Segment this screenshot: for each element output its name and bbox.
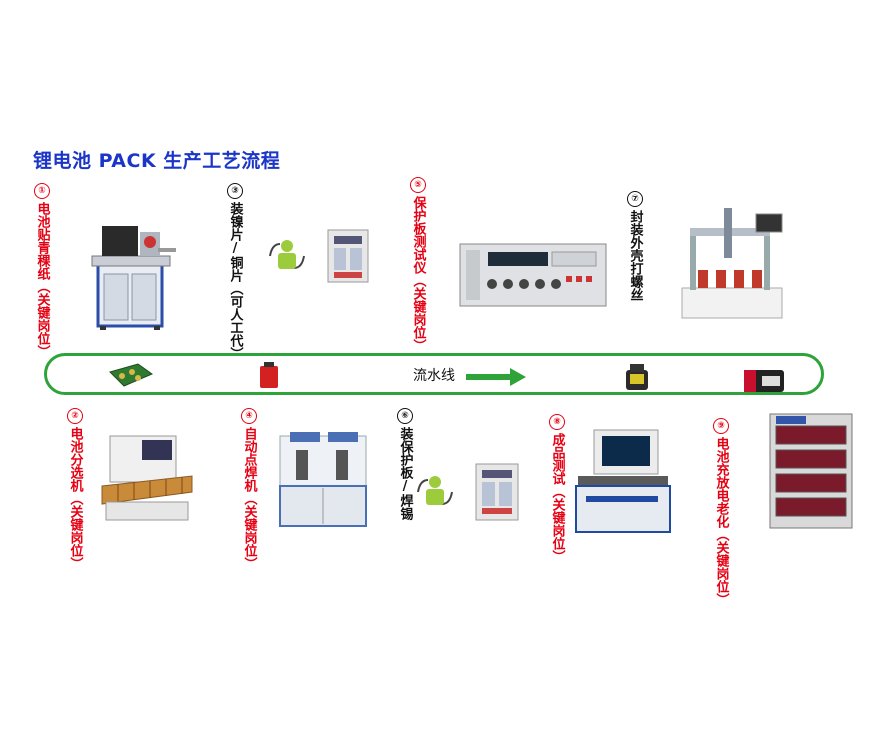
tool-battery-image: [626, 364, 648, 390]
step-2-label: ② 电池分选机（关键岗位）: [66, 408, 84, 570]
step-6-label: ⑥ 装保护板/焊锡: [396, 408, 414, 520]
step-2-number: ②: [67, 408, 83, 424]
battery-sorting-machine-image: [101, 435, 193, 521]
nickel-strip-station-image: [327, 229, 369, 283]
flow-arrow-icon: [466, 368, 526, 386]
step-4-label: ④ 自动点焊机（关键岗位）: [240, 408, 258, 570]
step-3-text: 装镍片/铜片（可人工代）: [227, 202, 243, 360]
step-9-number: ⑨: [713, 418, 729, 434]
step-6-text: 装保护板/焊锡: [397, 427, 413, 520]
screw-driving-machine-image: [681, 208, 783, 319]
step-5-number: ⑤: [410, 177, 426, 193]
power-tool-battery-image: [744, 370, 784, 392]
step-9-label: ⑨ 电池充放电老化（关键岗位）: [712, 418, 730, 606]
cell-pack-image: [109, 363, 154, 387]
assembly-line-conveyor: [44, 353, 824, 395]
spot-welding-machine-image: [279, 432, 367, 527]
worker-icon: [417, 476, 453, 505]
step-2-text: 电池分选机（关键岗位）: [67, 427, 83, 570]
worker-icon: [269, 240, 305, 269]
battery-cell-image: [260, 362, 278, 388]
step-8-text: 成品测试（关键岗位）: [549, 433, 565, 563]
step-1-number: ①: [34, 183, 50, 199]
step-4-number: ④: [241, 408, 257, 424]
page-title: 锂电池 PACK 生产工艺流程: [33, 150, 281, 172]
step-5-text: 保护板测试仪（关键岗位）: [410, 196, 426, 352]
aging-cabinet-image: [769, 413, 853, 529]
step-7-text: 封装外壳打螺丝: [627, 210, 643, 301]
step-1-label: ① 电池贴青稞纸（关键岗位）: [33, 183, 51, 358]
step-5-label: ⑤ 保护板测试仪（关键岗位）: [409, 177, 427, 352]
step-1-text: 电池贴青稞纸（关键岗位）: [34, 202, 50, 358]
final-product-tester-image: [575, 429, 671, 533]
step-8-number: ⑧: [549, 414, 565, 430]
step-7-label: ⑦ 封装外壳打螺丝: [626, 191, 644, 301]
soldering-station-image: [475, 463, 519, 521]
step-7-number: ⑦: [627, 191, 643, 207]
step-3-label: ③ 装镍片/铜片（可人工代）: [226, 183, 244, 360]
insulation-paper-machine-image: [91, 226, 176, 330]
protection-board-tester-image: [459, 243, 607, 307]
flow-line-label: 流水线: [413, 368, 455, 384]
step-6-number: ⑥: [397, 408, 413, 424]
step-4-text: 自动点焊机（关键岗位）: [241, 427, 257, 570]
step-9-text: 电池充放电老化（关键岗位）: [713, 437, 729, 606]
step-8-label: ⑧ 成品测试（关键岗位）: [548, 414, 566, 563]
step-3-number: ③: [227, 183, 243, 199]
